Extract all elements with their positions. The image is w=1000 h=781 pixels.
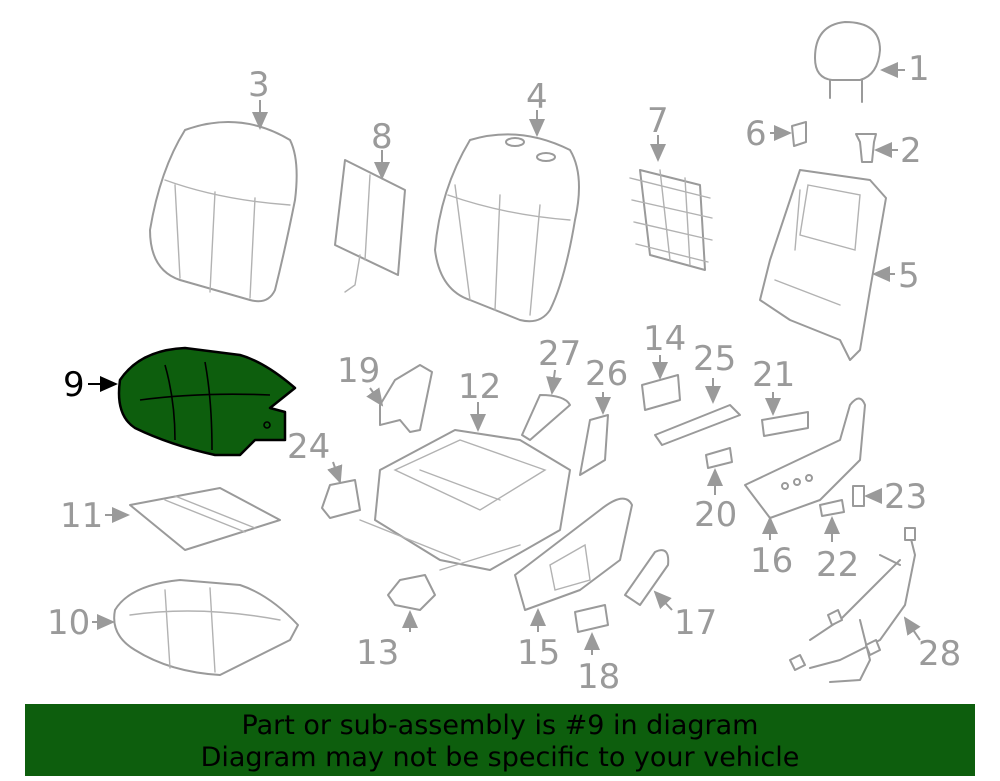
callout-28: 28 [918,634,961,674]
part-8-seatback-heater [334,150,406,293]
callout-7: 7 [647,101,669,141]
part-1-headrest [814,21,905,103]
part-4-seatback-trim [434,110,580,323]
part-7-spring-mat [629,135,713,271]
banner-line-1: Part or sub-assembly is #9 in diagram [241,710,759,741]
part-15-side-shield [514,497,633,632]
callout-12: 12 [458,367,501,407]
part-9-cushion-pad-highlighted [88,346,297,457]
part-21-switch [761,392,809,437]
callout-10: 10 [47,603,90,643]
part-25-rail-cover [654,378,741,446]
part-18-cover [574,604,609,655]
callout-15: 15 [517,633,560,673]
callout-19: 19 [337,351,380,391]
part-5-seatback-frame [759,169,895,361]
callout-27: 27 [538,334,581,374]
part-3-seatback-cover [149,100,298,303]
callout-3: 3 [248,65,270,105]
callout-11: 11 [60,496,103,536]
callout-18: 18 [577,657,620,697]
part-17-cover [624,549,673,611]
part-11-cushion-heater [105,487,281,551]
callout-24: 24 [287,427,330,467]
callout-23: 23 [884,477,927,517]
part-13-bracket [387,574,436,632]
part-20-knob [705,447,733,495]
callout-4: 4 [526,77,548,117]
seat-parts-diagram: 1 2 3 4 5 6 7 8 9 10 11 12 13 14 15 16 1… [47,21,961,697]
callout-9: 9 [63,365,85,405]
part-19-bracket [366,364,433,433]
callout-1: 1 [908,49,930,89]
part-10-cushion [92,579,299,676]
callout-13: 13 [356,633,399,673]
callout-25: 25 [693,339,736,379]
callout-16: 16 [750,541,793,581]
part-27-cover [521,369,571,441]
callout-20: 20 [694,495,737,535]
callout-2: 2 [900,131,922,171]
callout-26: 26 [585,354,628,394]
callout-14: 14 [643,319,686,359]
part-28-wiring-harness [789,527,921,683]
part-6-clip [770,121,807,147]
callout-22: 22 [816,545,859,585]
part-23-knob [852,485,882,507]
part-24-cover [321,461,361,519]
callout-6: 6 [745,114,767,154]
part-26-cover [579,392,611,476]
part-16-outer-shield [744,397,866,540]
callout-21: 21 [752,355,795,395]
part-14-bracket [641,355,681,411]
callout-17: 17 [674,603,717,643]
part-22-knob [819,499,845,542]
part-2-guide [855,133,898,163]
callout-5: 5 [898,256,920,296]
callout-8: 8 [371,117,393,157]
part-12-seat-frame [359,402,571,571]
banner-line-2: Diagram may not be specific to your vehi… [200,742,800,773]
info-banner: Part or sub-assembly is #9 in diagram Di… [25,704,975,776]
